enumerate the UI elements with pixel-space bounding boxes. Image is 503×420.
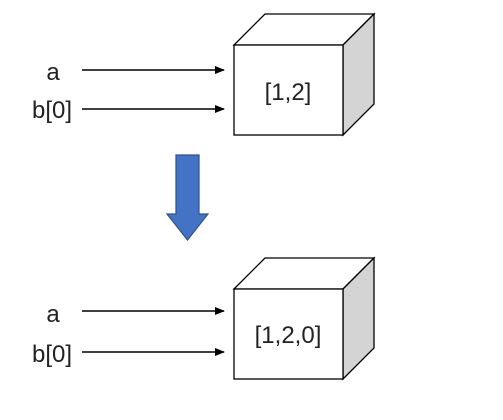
before-label-b0: b[0]: [32, 97, 72, 124]
before-cube-value: [1,2]: [265, 79, 312, 106]
after-value-cube: [1,2,0]: [232, 256, 376, 381]
after-label-b0: b[0]: [32, 341, 72, 368]
after-state: a b[0] [1,2,0]: [32, 256, 376, 381]
before-state: a b[0] [1,2]: [32, 12, 376, 137]
down-arrow-icon: [165, 154, 210, 241]
after-cube-value: [1,2,0]: [255, 322, 322, 349]
before-label-a: a: [46, 59, 60, 86]
before-value-cube: [1,2]: [232, 12, 376, 137]
after-cube-front: [233, 288, 344, 380]
before-cube-front: [233, 44, 344, 136]
after-label-a: a: [46, 301, 60, 328]
